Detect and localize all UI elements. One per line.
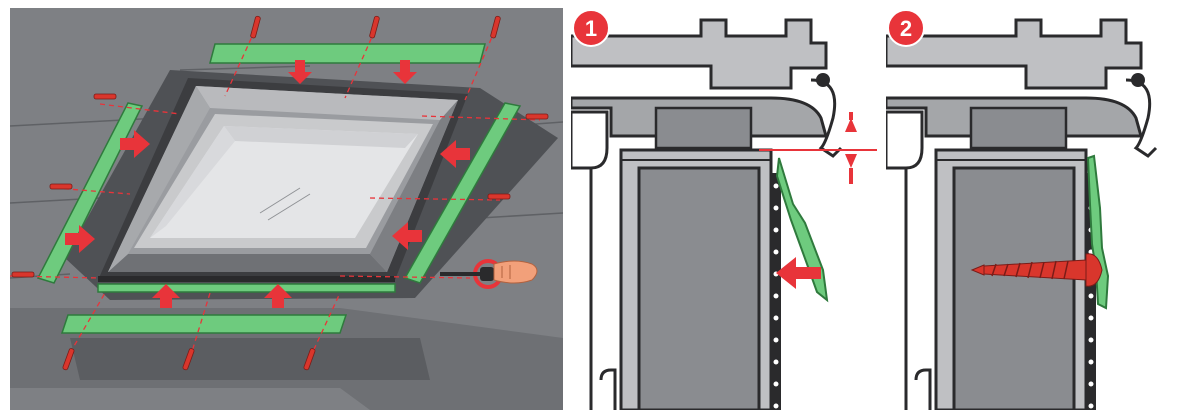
glass-inner-top — [224, 126, 418, 148]
overview-drawing — [10, 8, 563, 410]
screw-icon — [11, 271, 35, 278]
step-1-section-view: 1 — [571, 8, 877, 410]
screw-icon — [93, 93, 117, 100]
push-arrow-icon — [120, 130, 150, 158]
frame-bevel-bottom — [108, 254, 387, 272]
frame-bevel-left — [108, 86, 210, 272]
push-arrow-icon — [264, 284, 292, 308]
step-1-drawing: 1 — [571, 8, 877, 410]
outer-cladding — [886, 110, 924, 170]
screw-icon — [49, 183, 73, 190]
green-strip-right — [403, 102, 522, 284]
screw-icon — [970, 253, 1103, 287]
step-number-badge — [572, 9, 610, 47]
push-arrow-icon — [440, 140, 470, 168]
lining-hook — [914, 368, 932, 410]
screw-icon — [182, 348, 195, 371]
push-arrow-icon — [65, 225, 95, 253]
step-2-drawing: 2 — [886, 8, 1192, 410]
step-1-label: 1 — [585, 16, 597, 41]
push-arrows — [65, 60, 470, 308]
push-arrow-icon — [152, 284, 180, 308]
frame-core — [952, 166, 1076, 410]
green-flashing-strip — [775, 157, 829, 303]
push-arrow-icon — [392, 222, 422, 250]
push-arrow-icon — [776, 253, 821, 293]
frame-bevel-right — [370, 100, 458, 272]
screw-icon — [487, 193, 511, 200]
frame-bevel-top — [196, 86, 458, 120]
green-flashing-strips — [36, 43, 522, 334]
outer-cladding — [571, 110, 609, 170]
upper-frame-profile — [886, 18, 1143, 90]
bottom-apron — [70, 338, 430, 380]
screw-icon — [62, 348, 75, 371]
seal-block — [654, 106, 753, 150]
push-arrow-icon — [393, 60, 417, 84]
screw-icon — [369, 15, 380, 39]
glass-reflection — [259, 187, 311, 221]
alignment-lines — [10, 29, 541, 359]
screw-icon — [490, 15, 501, 39]
clip-icon — [1131, 73, 1145, 87]
screw-icon — [525, 113, 549, 120]
screwdriver-icon — [440, 259, 538, 289]
screw-icon — [250, 15, 261, 39]
bottom-gasket — [98, 276, 395, 282]
screw-icon — [303, 348, 316, 371]
lining-hook — [599, 368, 617, 410]
green-flashing-strip-fixed — [1086, 154, 1110, 310]
step-number-badge — [887, 9, 925, 47]
gasket-strip — [771, 173, 781, 410]
green-strip-left — [36, 102, 144, 284]
seal-block — [969, 106, 1068, 150]
green-strip-sill — [97, 283, 396, 293]
upper-frame-profile — [571, 18, 828, 90]
overview-illustration — [10, 8, 563, 410]
push-arrow-icon — [288, 60, 312, 84]
clip-icon — [816, 73, 830, 87]
green-strip-bottom — [60, 314, 348, 334]
frame-core — [637, 166, 761, 410]
green-strip-top — [209, 43, 486, 64]
glass-inner-left — [150, 126, 235, 238]
gap-dimension-icon — [845, 112, 857, 184]
step-2-label: 2 — [900, 16, 912, 41]
screws — [11, 15, 549, 371]
step-2-section-view: 2 — [886, 8, 1192, 410]
